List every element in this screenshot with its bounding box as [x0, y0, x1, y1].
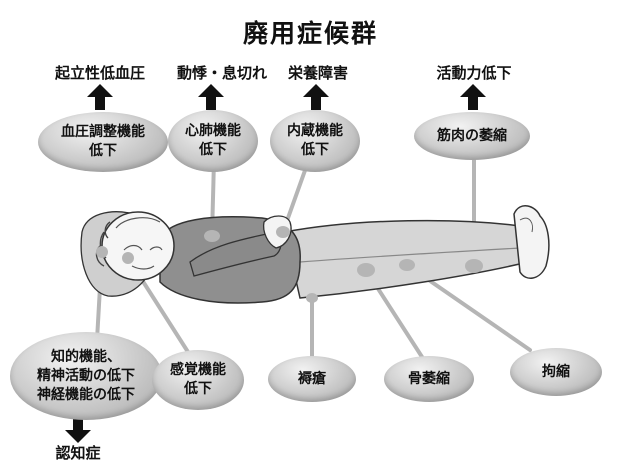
bubble-label-muscle: 筋肉の萎縮 — [437, 127, 507, 144]
bubble-sensory: 感覚機能 低下 — [152, 350, 244, 410]
bubble-label-bedsore: 褥瘡 — [298, 370, 326, 387]
feet — [513, 205, 550, 279]
bubble-blood-pressure: 血圧調整機能 低下 — [38, 112, 168, 172]
effect-label-cardio: 動悸・息切れ — [176, 64, 267, 82]
page-title: 廃用症候群 — [242, 19, 378, 48]
bubble-label-cardio: 心肺機能 低下 — [185, 123, 241, 158]
effect-label-dementia: 認知症 — [55, 444, 101, 462]
arrow-up-cardio — [198, 84, 224, 110]
arrow-up-blood-pressure — [87, 84, 113, 110]
bubble-cardio: 心肺機能 低下 — [168, 110, 258, 172]
arrow-up-nutrition — [303, 84, 329, 110]
bubble-label-sensory: 感覚機能 低下 — [170, 362, 226, 397]
bubble-bone: 骨萎縮 — [384, 356, 474, 402]
bubble-muscle: 筋肉の萎縮 — [414, 112, 530, 160]
lying-person — [80, 205, 550, 304]
bubble-visceral: 内蔵機能 低下 — [270, 110, 360, 172]
arrow-down-dementia — [65, 416, 91, 443]
effect-label-activity: 活動力低下 — [436, 64, 512, 82]
connector-lines — [95, 148, 532, 362]
arrow-up-activity — [460, 84, 486, 110]
effect-label-blood-pressure: 起立性低血圧 — [54, 64, 145, 82]
bubble-bedsore: 褥瘡 — [268, 356, 356, 402]
bubble-label-contracture: 拘縮 — [542, 363, 570, 380]
bubble-label-blood-pressure: 血圧調整機能 低下 — [61, 124, 145, 159]
bubble-label-cognitive: 知的機能、 精神活動の低下 神経機能の低下 — [37, 348, 135, 403]
bubble-label-bone: 骨萎縮 — [408, 370, 450, 387]
bubble-label-visceral: 内蔵機能 低下 — [287, 123, 343, 158]
bubble-cognitive: 知的機能、 精神活動の低下 神経機能の低下 — [10, 332, 162, 420]
arrows — [65, 84, 486, 443]
effect-label-nutrition: 栄養障害 — [287, 64, 348, 82]
bubble-contracture: 拘縮 — [510, 348, 602, 396]
